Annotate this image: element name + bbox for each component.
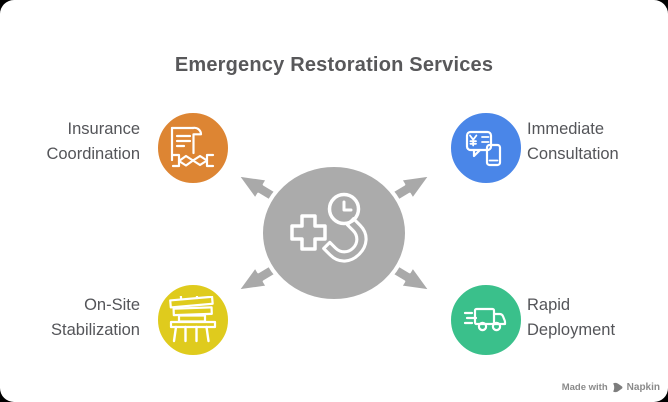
medical-cross-icon <box>290 214 327 251</box>
delivery-truck-icon <box>463 307 507 332</box>
center-circle <box>259 163 409 303</box>
made-with-text: Made with <box>561 382 608 393</box>
napkin-brand-text: Napkin <box>626 382 660 393</box>
made-with-napkin-watermark: Made with Napkin <box>562 382 660 393</box>
clock-icon <box>327 192 361 226</box>
page-title: Emergency Restoration Services <box>174 54 494 76</box>
clock-hands <box>342 200 353 212</box>
node-insurance-coordination <box>155 110 231 186</box>
contract-handshake-icon <box>170 126 215 168</box>
label-rapid-deployment: Rapid Deployment <box>527 296 616 339</box>
label-on-site-stabilization: On-Site Stabilization <box>51 296 140 339</box>
label-immediate-consultation: Immediate Consultation <box>527 120 619 163</box>
emergency-call-icon <box>290 192 368 263</box>
node-on-site-stabilization <box>155 282 231 358</box>
chat-payment-phone-icon <box>465 130 502 167</box>
label-insurance-coordination: Insurance Coordination <box>46 120 140 163</box>
phone-handset-icon <box>322 217 368 263</box>
node-immediate-consultation <box>448 110 524 186</box>
stacked-planks-icon <box>169 296 217 343</box>
yen-sign <box>469 134 478 147</box>
center-hub-graphic <box>236 163 432 303</box>
node-rapid-deployment <box>448 282 524 358</box>
napkin-logo-icon <box>612 382 623 393</box>
smartphone-icon <box>485 143 502 167</box>
